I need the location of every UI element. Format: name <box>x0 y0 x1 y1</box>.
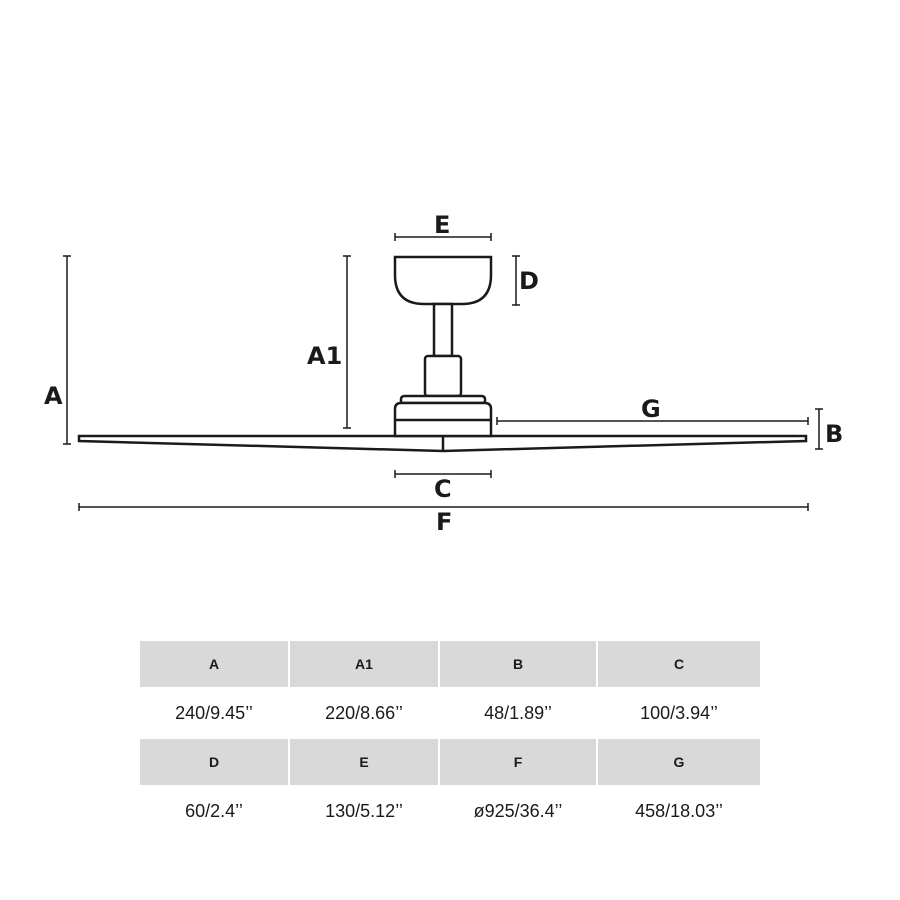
value-cell: 240/9.45’’ <box>175 702 253 723</box>
header-cell: D <box>140 739 288 785</box>
label-a: A <box>44 382 63 410</box>
dimension-lines <box>63 233 823 511</box>
value-cell: 60/2.4’’ <box>185 800 243 821</box>
value-cell: 220/8.66’’ <box>325 702 403 723</box>
fan-outline <box>77 255 808 453</box>
table-header-row: A A1 B C <box>140 641 760 687</box>
label-a1: A1 <box>307 342 342 370</box>
value-cell: ø925/36.4’’ <box>473 800 563 821</box>
header-cell: G <box>598 739 760 785</box>
header-cell: A <box>140 641 288 687</box>
label-g: G <box>641 395 661 423</box>
value-cell: 458/18.03’’ <box>635 800 723 821</box>
header-cell: B <box>440 641 596 687</box>
label-c: C <box>434 475 452 503</box>
table-value-row: 240/9.45’’ 220/8.66’’ 48/1.89’’ 100/3.94… <box>140 687 760 739</box>
label-d: D <box>519 267 539 295</box>
header-cell: C <box>598 641 760 687</box>
value-cell: 100/3.94’’ <box>640 702 718 723</box>
header-cell: A1 <box>290 641 438 687</box>
fan-dimension-drawing: A A1 E D G B C F <box>44 211 843 536</box>
label-b: B <box>825 420 843 448</box>
table-header-row: D E F G <box>140 739 760 785</box>
value-cell: 130/5.12’’ <box>325 800 403 821</box>
label-f: F <box>436 508 452 536</box>
value-cell: 48/1.89’’ <box>484 702 552 723</box>
table-value-row: 60/2.4’’ 130/5.12’’ ø925/36.4’’ 458/18.0… <box>140 785 760 837</box>
header-cell: E <box>290 739 438 785</box>
header-cell: F <box>440 739 596 785</box>
dimensions-table: A A1 B C 240/9.45’’ 220/8.66’’ 48/1.89’’… <box>140 641 760 837</box>
label-e: E <box>434 211 450 239</box>
